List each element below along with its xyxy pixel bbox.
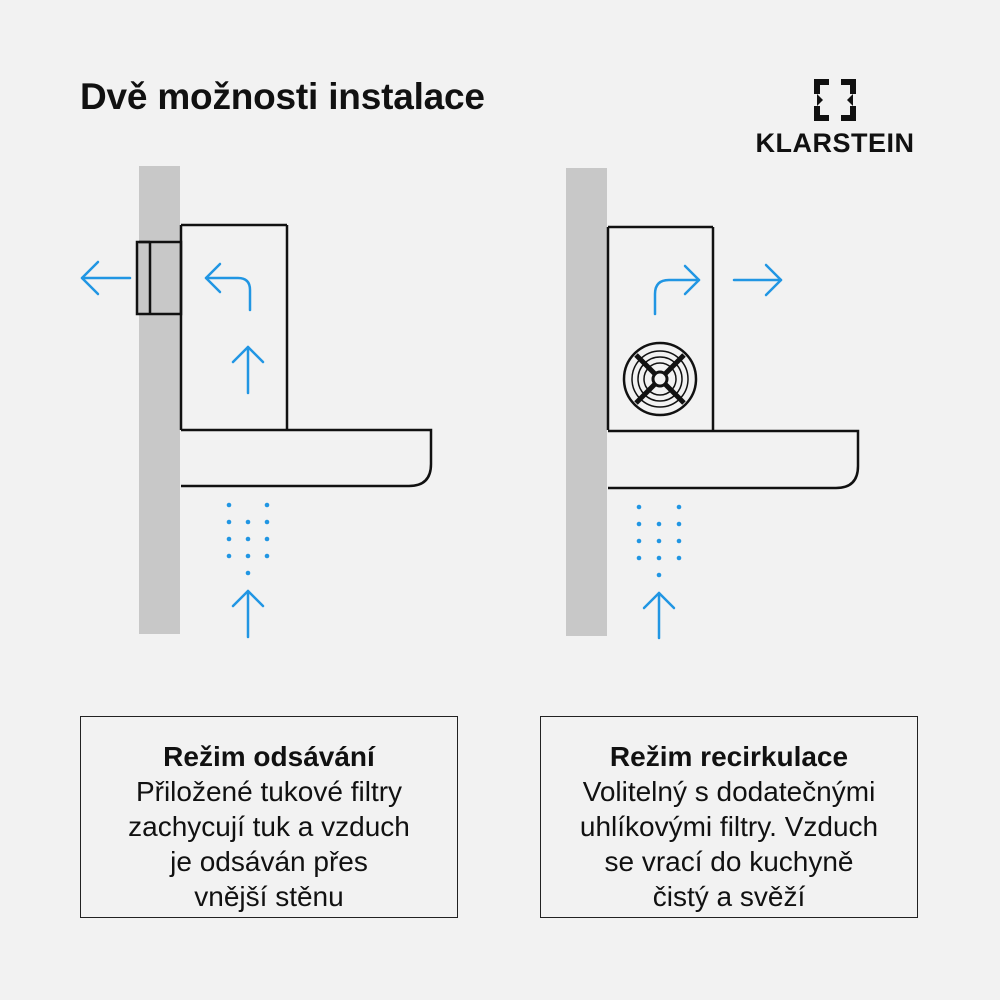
recirculation-mode-line: uhlíkovými filtry. Vzduch	[579, 811, 879, 842]
arrow-icon	[231, 589, 265, 639]
extraction-diagram	[80, 166, 433, 639]
recirculation-mode-card: Režim recirkulace Volitelný s dodatečným…	[540, 716, 918, 918]
extraction-mode-title: Režim odsávání	[163, 741, 375, 772]
fan-icon	[622, 341, 698, 417]
recirculation-mode-title: Režim recirkulace	[609, 741, 849, 772]
airflow-dots-left	[226, 502, 270, 576]
arrow-icon	[80, 260, 132, 296]
hood-right	[608, 429, 860, 490]
arrow-icon	[231, 345, 265, 395]
installation-diagram	[80, 166, 860, 640]
arrow-icon	[732, 263, 783, 297]
brand: KLARSTEIN	[745, 78, 925, 158]
extraction-mode-card: Režim odsávání Přiložené tukové filtry z…	[80, 716, 458, 918]
recirculation-diagram	[566, 168, 860, 640]
extraction-mode-line: Přiložené tukové filtry	[135, 776, 403, 807]
recirculation-mode-line: čistý a svěží	[652, 881, 806, 912]
extraction-mode-line: vnější stěnu	[194, 881, 344, 912]
wall-duct	[135, 240, 183, 316]
extraction-mode-line: je odsáván přes	[170, 846, 368, 877]
hood-left	[181, 428, 433, 488]
arrow-icon	[204, 262, 252, 312]
klarstein-logo-icon	[814, 79, 856, 121]
airflow-dots-right	[636, 504, 682, 578]
wall-right	[566, 168, 607, 636]
page-title: Dvě možnosti instalace	[80, 76, 485, 117]
arrow-icon	[653, 264, 701, 316]
recirculation-mode-line: se vrací do kuchyně	[604, 846, 854, 877]
recirculation-mode-line: Volitelný s dodatečnými	[582, 776, 876, 807]
extraction-mode-line: zachycují tuk a vzduch	[128, 811, 410, 842]
arrow-icon	[642, 591, 676, 640]
wall-left	[139, 166, 180, 634]
brand-name: KLARSTEIN	[755, 128, 915, 158]
chimney-right	[606, 225, 715, 430]
chimney-left	[179, 223, 289, 430]
